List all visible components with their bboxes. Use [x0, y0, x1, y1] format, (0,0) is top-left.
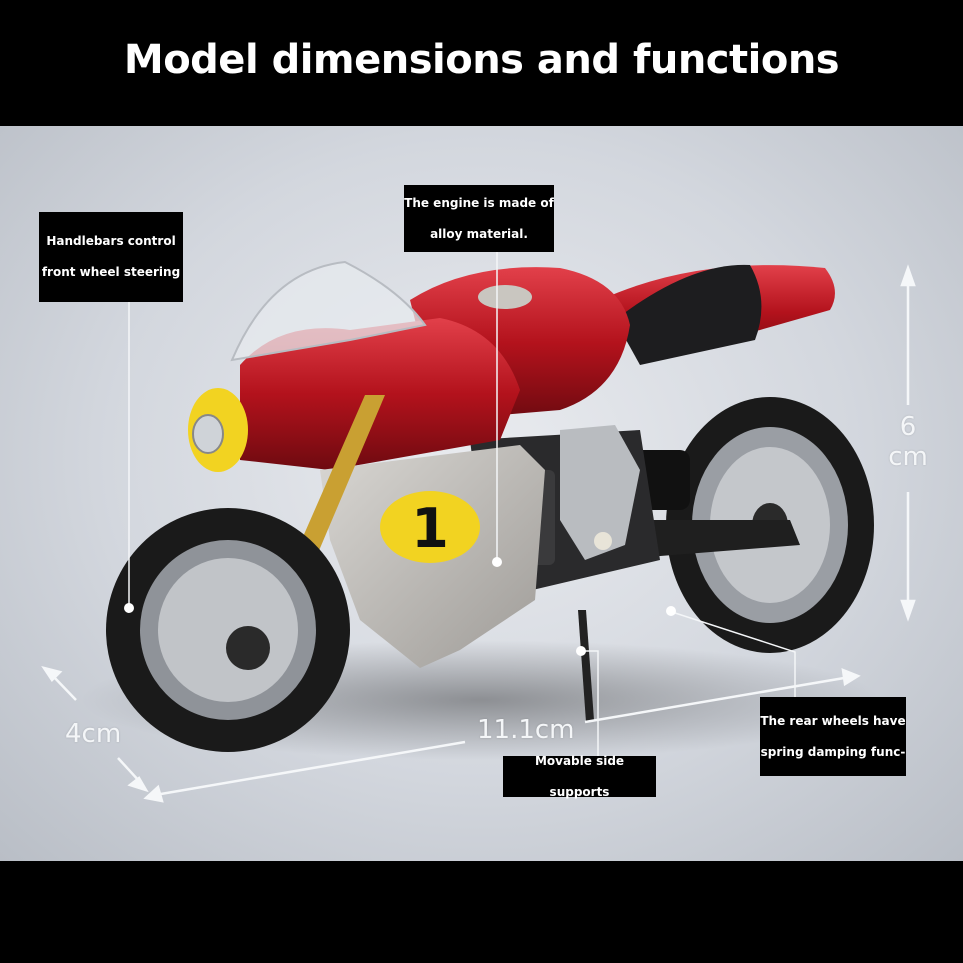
callout-engine-line1: The engine is made of — [404, 195, 554, 210]
callout-handlebars-line2: front wheel steering — [41, 265, 181, 279]
callout-engine-line2: alloy material. — [430, 226, 528, 241]
callout-handlebars: Handlebars control front wheel steering — [39, 212, 183, 302]
height-dimension-label: 6 cm — [880, 412, 936, 472]
callout-leaders — [128, 252, 796, 756]
length-dimension-label: 11.1cm — [477, 715, 575, 745]
bottom-bar — [0, 861, 963, 963]
front-fork — [295, 395, 385, 560]
windscreen — [230, 260, 427, 362]
callout-dots — [124, 557, 676, 656]
height-value: 6 — [899, 412, 917, 442]
side-stand — [578, 610, 594, 722]
height-unit: cm — [888, 442, 928, 472]
page-title: Model dimensions and functions — [123, 37, 840, 83]
front-fairing — [240, 318, 520, 470]
plate-number: 1 — [411, 497, 449, 560]
callout-side-supports: Movable side supports — [503, 754, 656, 799]
dimension-arrows — [41, 264, 916, 803]
callout-rear-wheels: The rear wheels have spring damping func… — [760, 697, 906, 776]
width-dimension-label: 4cm — [65, 719, 122, 749]
callout-handlebars-line1: Handlebars control — [46, 234, 176, 248]
callout-engine: The engine is made of alloy material. — [404, 185, 554, 252]
title-bar: Model dimensions and functions — [0, 0, 963, 126]
callout-rear-wheels-line1: The rear wheels have — [760, 713, 906, 728]
headlight — [192, 414, 224, 454]
front-wheel — [106, 508, 350, 752]
fuel-cap — [478, 285, 532, 309]
seat — [615, 264, 762, 365]
motorcycle-illustration: 1 — [41, 252, 916, 803]
callout-side-supports-line1: Movable side supports — [534, 753, 625, 799]
number-plate — [380, 491, 480, 563]
callout-rear-wheels-line2: spring damping func- — [760, 744, 906, 759]
